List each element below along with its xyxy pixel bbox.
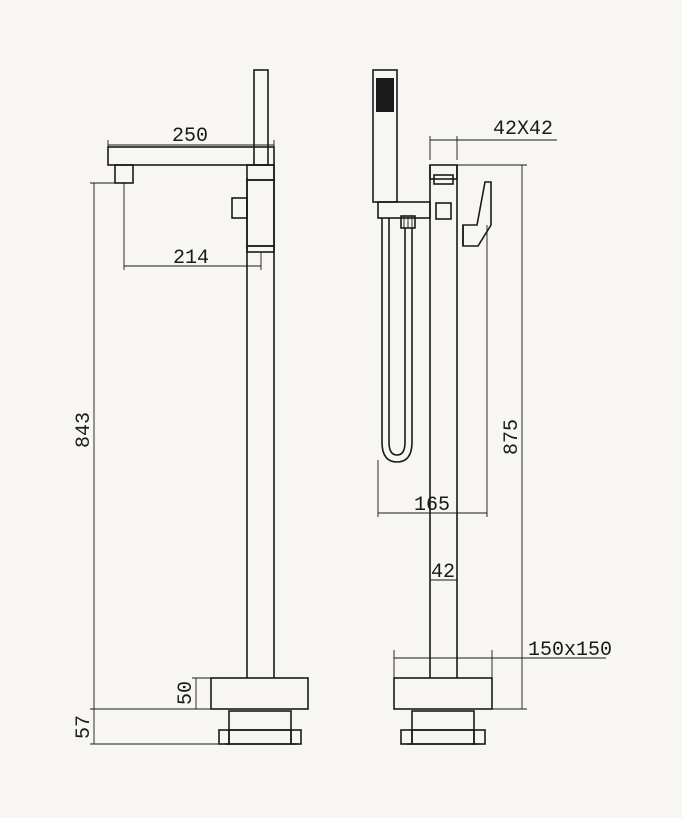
lever-handle bbox=[462, 181, 492, 247]
side-view-dimensions: 250 214 843 50 57 bbox=[73, 125, 275, 745]
side-view bbox=[107, 69, 309, 745]
dim-foot-height: 57 bbox=[73, 715, 96, 739]
dim-pipe-width: 42 bbox=[431, 561, 455, 584]
dim-spout-reach: 214 bbox=[173, 247, 209, 270]
hose bbox=[381, 218, 413, 463]
dim-pipe-section: 42X42 bbox=[493, 118, 553, 141]
dim-base-size: 150x150 bbox=[528, 639, 612, 662]
dim-height-right: 875 bbox=[501, 419, 524, 455]
base-plate bbox=[210, 677, 309, 710]
dim-height-left: 843 bbox=[73, 412, 96, 448]
dim-base-plate-height: 50 bbox=[175, 681, 198, 705]
front-view bbox=[372, 69, 493, 745]
front-view-dimensions: 42X42 875 165 42 150x150 bbox=[377, 118, 612, 710]
shower-head-spray bbox=[376, 78, 394, 112]
dim-handset-offset: 165 bbox=[414, 494, 450, 517]
spout bbox=[107, 146, 275, 166]
dim-spout-length: 250 bbox=[172, 125, 208, 148]
base-plate-front bbox=[393, 677, 493, 710]
